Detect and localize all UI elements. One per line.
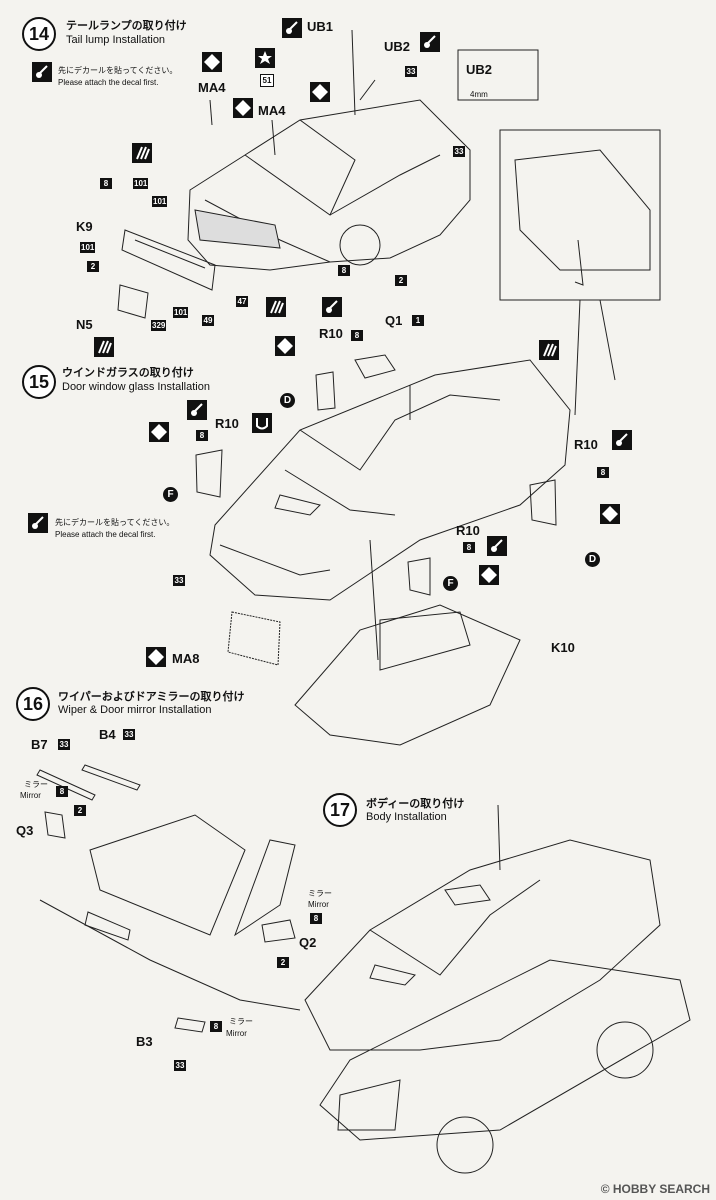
color-code-badge: 329	[151, 320, 167, 331]
color-code-badge: 8	[597, 467, 609, 478]
decal-diamond-icon	[233, 98, 253, 118]
decal-stripes-icon	[132, 143, 152, 163]
label-k10: K10	[551, 640, 575, 655]
marker-d: D	[585, 552, 600, 567]
label-r10: R10	[574, 437, 598, 452]
color-code-badge: 8	[463, 542, 475, 553]
color-code-badge: 101	[80, 242, 96, 253]
mirror-label-en: Mirror	[308, 900, 329, 909]
note-en: Please attach the decal first.	[58, 78, 159, 87]
step-14-number: 14	[22, 17, 56, 51]
color-code-badge: 8	[210, 1021, 222, 1032]
label-r10: R10	[456, 523, 480, 538]
label-ma4: MA4	[198, 80, 226, 95]
mirror-label-jp: ミラー	[24, 780, 48, 789]
step-17-title-en: Body Installation	[366, 811, 447, 823]
color-code-badge: 8	[100, 178, 112, 189]
step-16-title-en: Wiper & Door mirror Installation	[58, 704, 212, 716]
color-code-badge: 8	[338, 265, 350, 276]
color-code-badge: 33	[58, 739, 70, 750]
label-q3: Q3	[16, 823, 34, 838]
color-code-badge: 2	[277, 957, 289, 968]
label-r10: R10	[319, 326, 343, 341]
decal-diamond-icon	[146, 647, 166, 667]
color-code-badge: 33	[405, 66, 417, 77]
step-16-title-jp: ワイパーおよびドアミラーの取り付け	[58, 691, 245, 703]
label-r10: R10	[215, 416, 239, 431]
label-b3: B3	[136, 1034, 153, 1049]
color-code-badge: 101	[173, 307, 189, 318]
decal-icon	[32, 62, 52, 82]
step-15-number: 15	[22, 365, 56, 399]
decal-diamond-icon	[149, 422, 169, 442]
marker-f: F	[443, 576, 458, 591]
label-ub2-detail: UB2	[466, 62, 493, 77]
step-14-title-en: Tail lump Installation	[66, 34, 166, 46]
decal-diamond-icon	[202, 52, 222, 72]
marker-f: F	[163, 487, 178, 502]
step-15-title-jp: ウインドガラスの取り付け	[62, 367, 194, 379]
label-ma4: MA4	[258, 103, 286, 118]
label-b4: B4	[99, 727, 116, 742]
color-code-badge: 33	[174, 1060, 186, 1071]
color-code-badge: 8	[310, 913, 322, 924]
mirror-label-en: Mirror	[20, 791, 41, 800]
color-code-badge: 2	[87, 261, 99, 272]
color-code-badge: 49	[202, 315, 214, 326]
color-code-badge: 8	[196, 430, 208, 441]
label-q1: Q1	[385, 313, 403, 328]
paint-icon	[612, 430, 632, 450]
note-jp: 先にデカールを貼ってください。	[55, 518, 175, 527]
label-b7: B7	[31, 737, 48, 752]
color-code-badge: 8	[351, 330, 363, 341]
color-code-badge: 51	[260, 74, 274, 87]
step-15-title-en: Door window glass Installation	[62, 381, 210, 393]
decal-stripes-icon	[266, 297, 286, 317]
measure-4mm: 4mm	[470, 90, 488, 99]
step-17-title-jp: ボディーの取り付け	[366, 798, 465, 810]
decal-diamond-icon	[600, 504, 620, 524]
color-code-badge: 33	[173, 575, 185, 586]
step-17-number: 17	[323, 793, 357, 827]
mirror-label-jp: ミラー	[308, 889, 332, 898]
color-code-badge: 2	[395, 275, 407, 286]
decal-diamond-icon	[275, 336, 295, 356]
paint-icon	[420, 32, 440, 52]
clear-part-icon	[252, 413, 272, 433]
step-14-title-jp: テールランプの取り付け	[66, 20, 187, 32]
color-code-badge: 1	[412, 315, 424, 326]
label-ub2: UB2	[384, 39, 411, 54]
decal-diamond-icon	[310, 82, 330, 102]
paint-icon	[187, 400, 207, 420]
color-code-badge: 8	[56, 786, 68, 797]
star-icon	[255, 48, 275, 68]
color-code-badge: 2	[74, 805, 86, 816]
decal-stripes-icon	[94, 337, 114, 357]
label-k9: K9	[76, 219, 93, 234]
color-code-badge: 33	[453, 146, 465, 157]
decal-stripes-icon	[539, 340, 559, 360]
label-ma8: MA8	[172, 651, 200, 666]
step-16-number: 16	[16, 687, 50, 721]
note-en: Please attach the decal first.	[55, 530, 156, 539]
paint-icon	[487, 536, 507, 556]
paint-icon	[282, 18, 302, 38]
marker-d: D	[280, 393, 295, 408]
label-q2: Q2	[299, 935, 317, 950]
label-n5: N5	[76, 317, 93, 332]
decal-diamond-icon	[479, 565, 499, 585]
color-code-badge: 47	[236, 296, 248, 307]
paint-icon	[322, 297, 342, 317]
color-code-badge: 101	[133, 178, 149, 189]
mirror-label-jp: ミラー	[229, 1017, 253, 1026]
decal-icon	[28, 513, 48, 533]
mirror-label-en: Mirror	[226, 1029, 247, 1038]
note-jp: 先にデカールを貼ってください。	[58, 66, 178, 75]
color-code-badge: 33	[123, 729, 135, 740]
color-code-badge: 101	[152, 196, 168, 207]
watermark: © HOBBY SEARCH	[600, 1182, 710, 1196]
label-ub1: UB1	[307, 19, 334, 34]
